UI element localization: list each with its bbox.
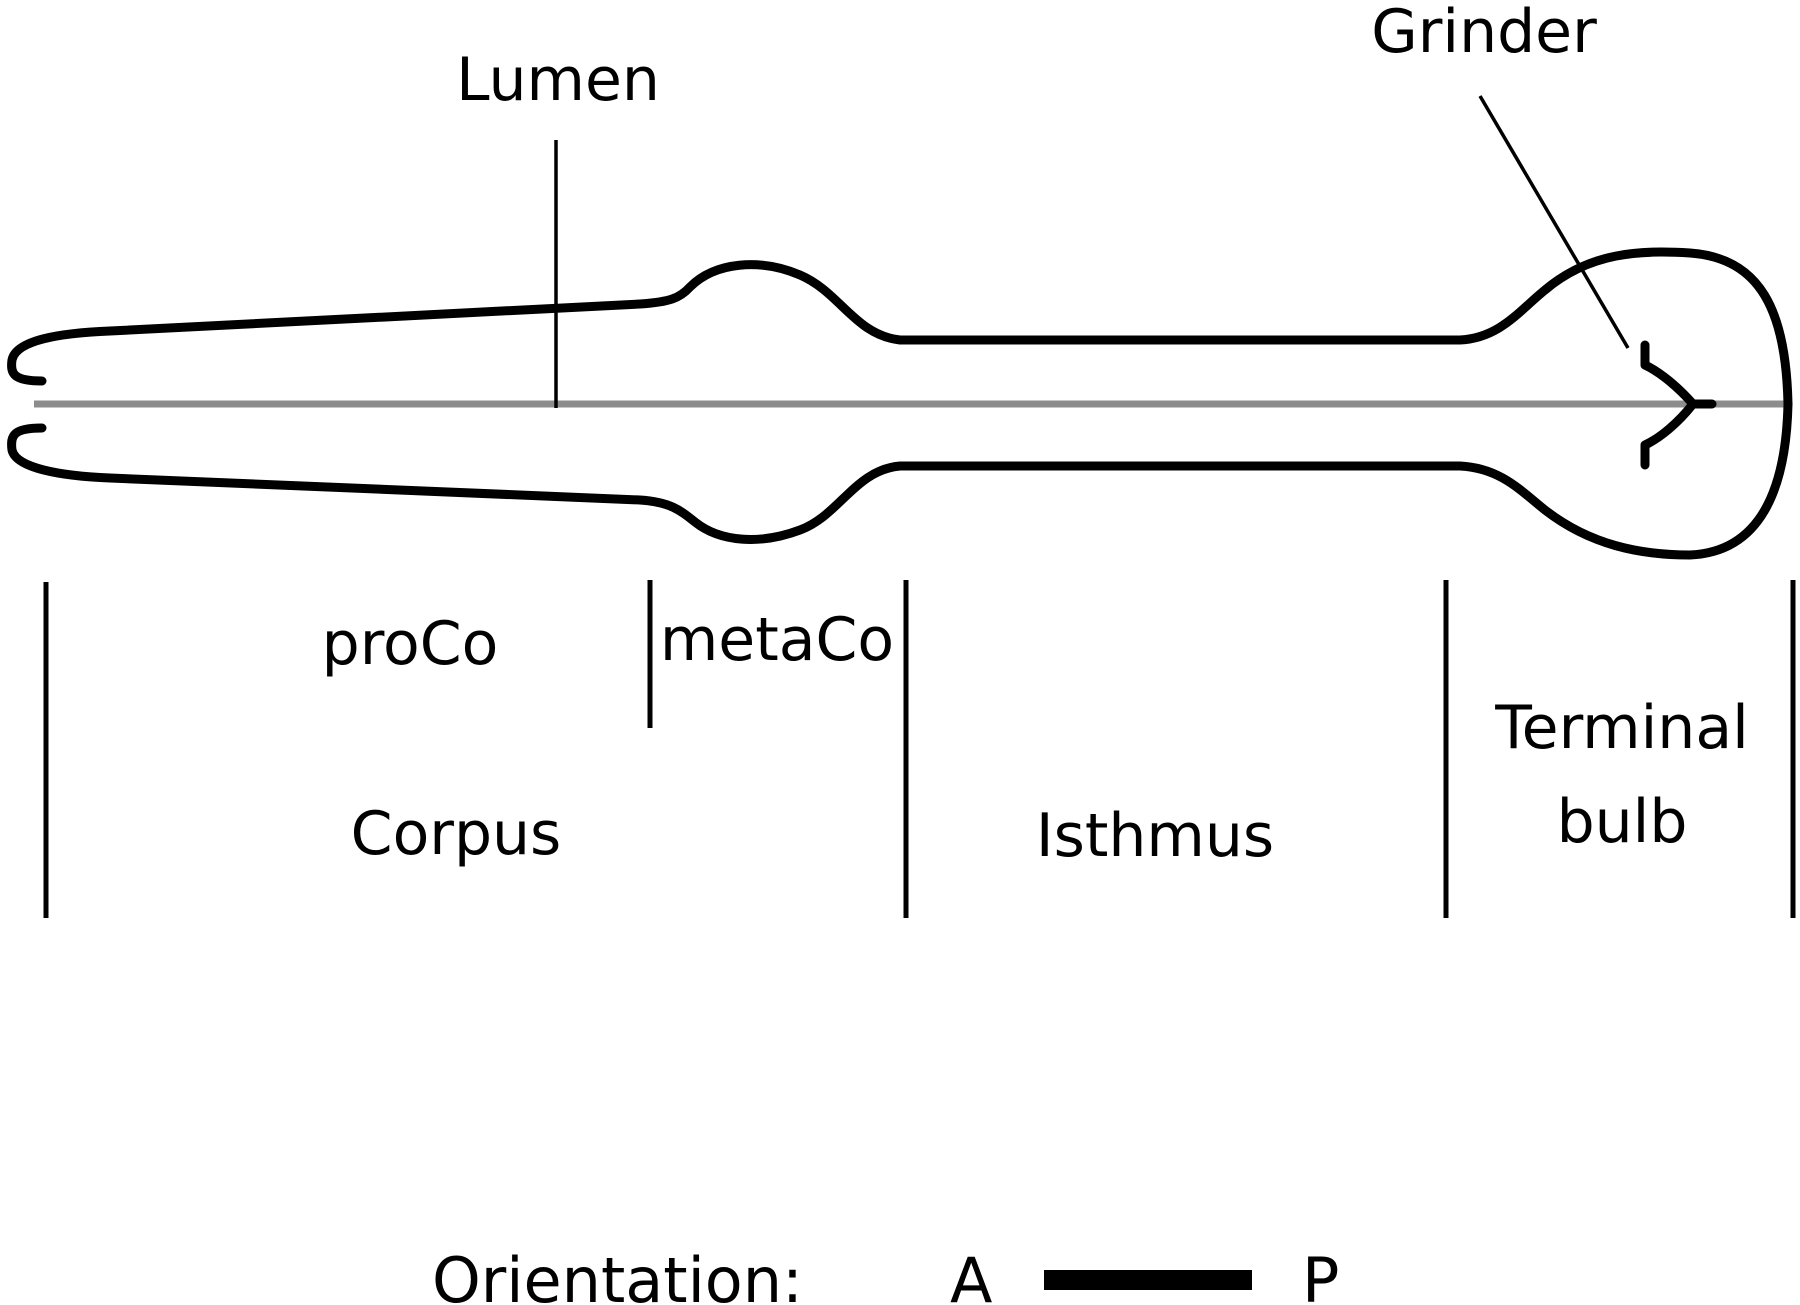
grinder-lower xyxy=(1640,399,1698,470)
orientation-anterior: A xyxy=(950,1244,992,1305)
pharynx-outline-lower xyxy=(7,399,1793,560)
terminal-bulb-label-line2: bulb xyxy=(1557,787,1688,857)
isthmus-label: Isthmus xyxy=(1036,801,1274,871)
lumen-label: Lumen xyxy=(456,45,660,115)
metaco-label: metaCo xyxy=(660,605,894,675)
pharynx-outline-upper xyxy=(7,247,1793,409)
grinder-pointer xyxy=(1478,95,1630,349)
grinder-upper xyxy=(1640,340,1717,409)
orientation-posterior: P xyxy=(1302,1244,1339,1305)
corpus-label: Corpus xyxy=(351,799,562,869)
grinder-label: Grinder xyxy=(1371,0,1597,67)
proco-label: proCo xyxy=(322,609,499,679)
orientation-label: Orientation: xyxy=(432,1244,803,1305)
terminal-bulb-label-line1: Terminal xyxy=(1494,693,1749,763)
